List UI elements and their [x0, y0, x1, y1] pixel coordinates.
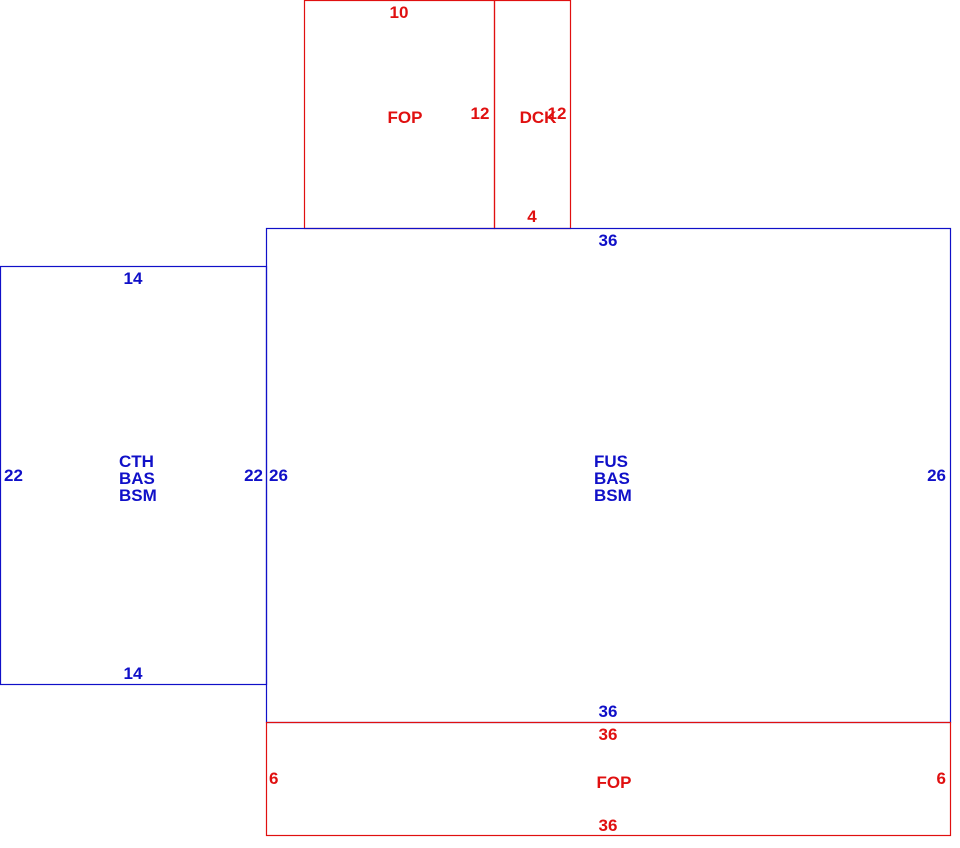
area-dck[interactable]: DCK 12 4 — [493, 0, 572, 230]
fop-top-dim-right: 12 — [471, 104, 490, 123]
cth-label-2: BAS — [119, 469, 155, 488]
dck-dim-right: 12 — [548, 104, 567, 123]
fop-bottom-label: FOP — [597, 773, 632, 792]
dck-dim-bottom: 4 — [527, 207, 537, 226]
fus-label-2: BAS — [594, 469, 630, 488]
area-fop-bottom[interactable]: 36 36 6 6 FOP — [265, 721, 952, 837]
area-cth[interactable]: 14 14 22 22 CTH BAS BSM — [0, 265, 268, 686]
fop-top-label: FOP — [388, 108, 423, 127]
fop-bottom-dim-bottom: 36 — [599, 816, 618, 835]
cth-label-1: CTH — [119, 452, 154, 471]
fus-label-3: BSM — [594, 486, 632, 505]
fus-dim-right: 26 — [927, 466, 946, 485]
cth-label-3: BSM — [119, 486, 157, 505]
cth-dim-top: 14 — [124, 269, 143, 288]
dck-label: DCK — [520, 108, 558, 127]
fop-bottom-dim-top: 36 — [599, 725, 618, 744]
fop-bottom-dim-right: 6 — [937, 769, 946, 788]
cth-dim-left: 22 — [4, 466, 23, 485]
fus-dim-top: 36 — [599, 231, 618, 250]
fus-dim-left: 26 — [269, 466, 288, 485]
area-fop-top[interactable]: 10 12 FOP — [303, 0, 496, 230]
cth-dim-right: 22 — [244, 466, 263, 485]
fus-label-1: FUS — [594, 452, 628, 471]
fus-dim-bottom: 36 — [599, 702, 618, 721]
fop-bottom-outline — [265, 721, 952, 837]
fop-bottom-dim-left: 6 — [269, 769, 278, 788]
fop-top-dim-top: 10 — [390, 3, 409, 22]
area-fus[interactable]: 36 36 26 26 FUS BAS BSM — [265, 227, 952, 724]
cth-dim-bottom: 14 — [124, 664, 143, 683]
